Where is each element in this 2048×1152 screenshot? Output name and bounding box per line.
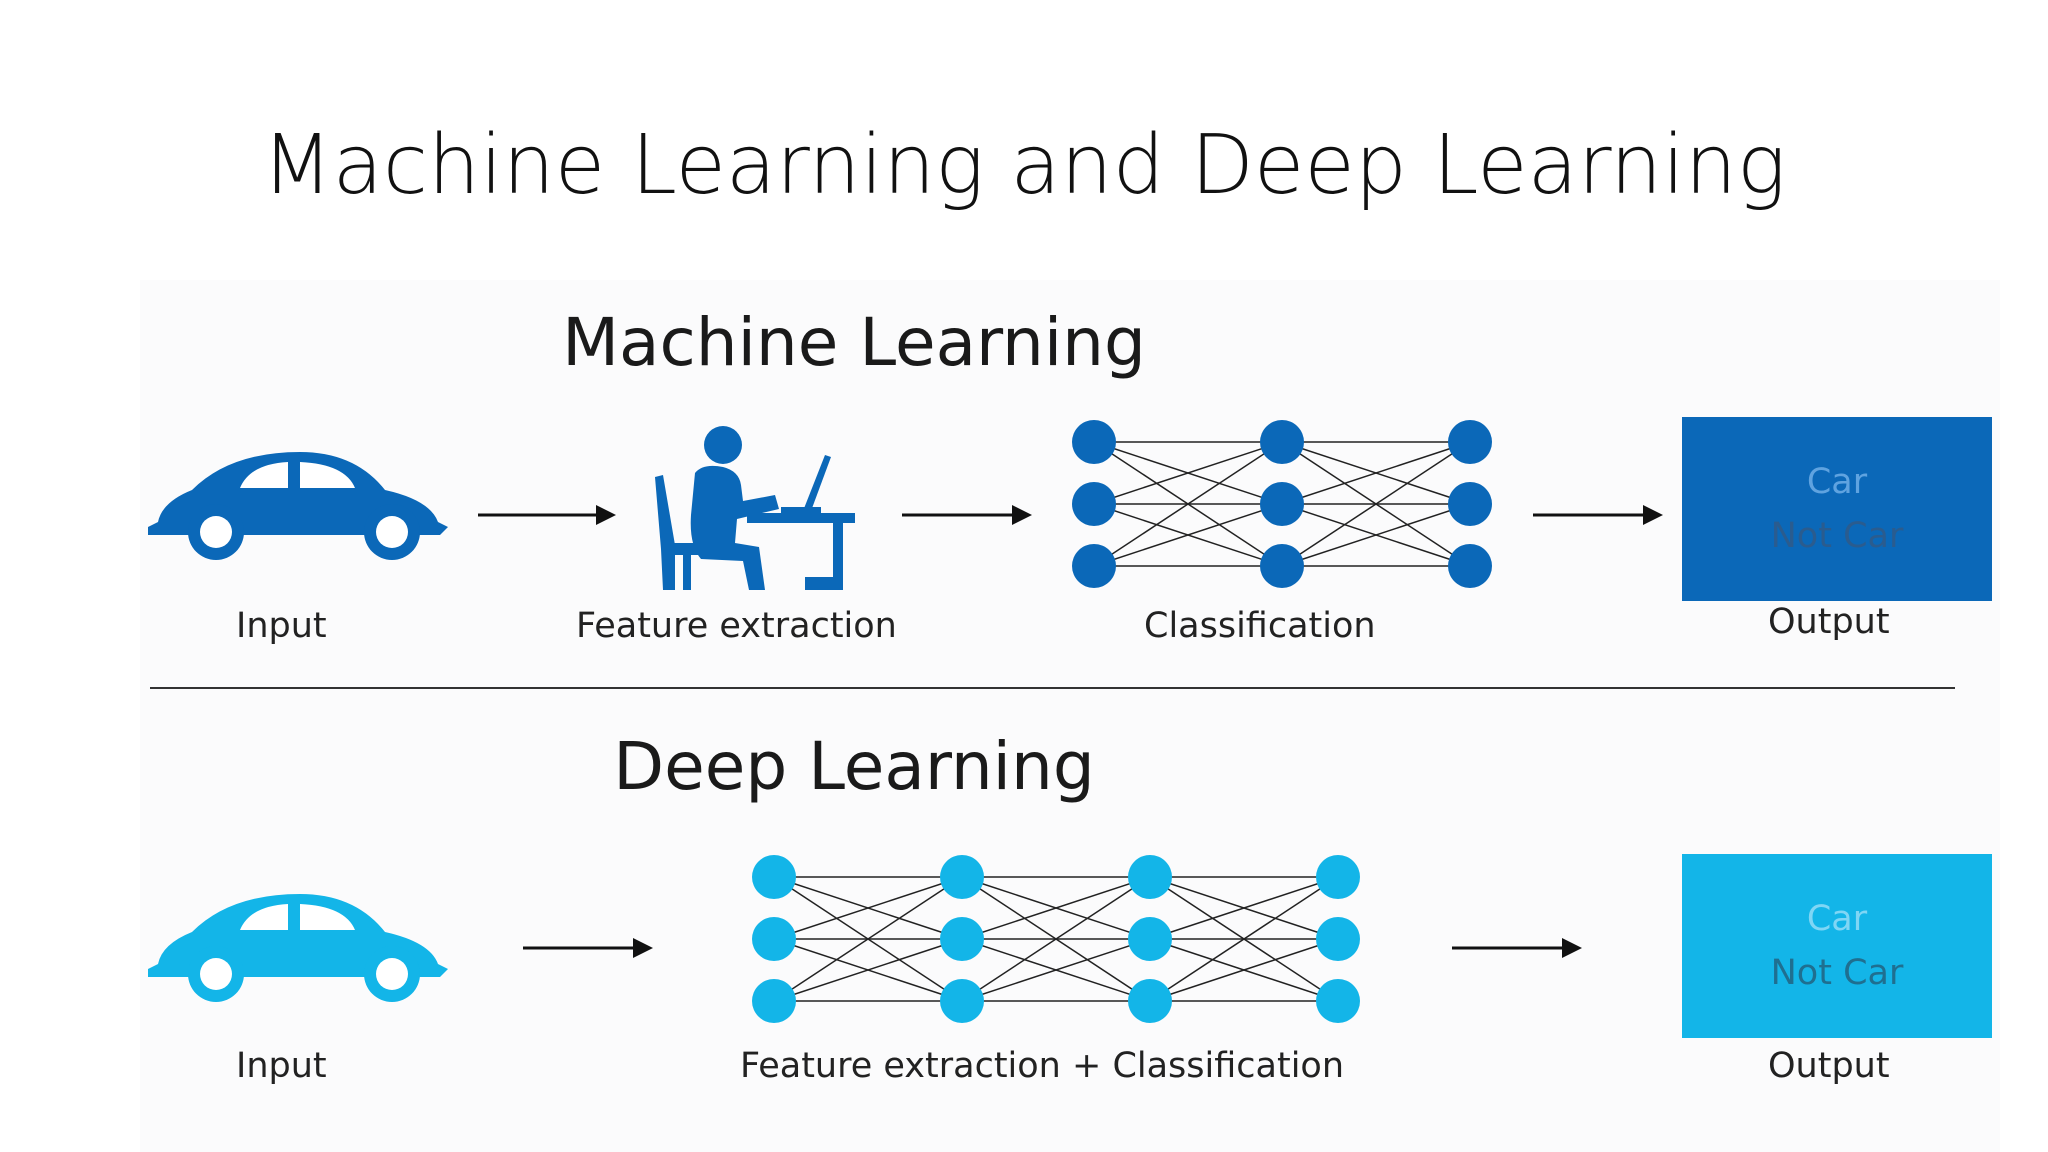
network-edge	[773, 876, 963, 940]
network-node	[1260, 544, 1304, 588]
dl-output-box: Car Not Car	[1682, 854, 1992, 1038]
dl-step-input: Input	[236, 1046, 327, 1086]
network-node	[1128, 979, 1172, 1023]
ml-step-input: Input	[236, 606, 327, 646]
arrow-right-icon	[902, 505, 1032, 525]
network-node	[1448, 420, 1492, 464]
network-edge	[961, 876, 1151, 940]
network-edge	[773, 938, 963, 1002]
network-node	[1128, 855, 1172, 899]
network-node	[940, 979, 984, 1023]
car-icon	[148, 452, 448, 560]
network-edge	[1281, 441, 1471, 505]
network-edge	[1093, 503, 1283, 567]
section-divider	[150, 687, 1955, 689]
dl-section-title: Deep Learning	[613, 728, 1095, 805]
network-node	[940, 855, 984, 899]
network-edge	[773, 876, 963, 1002]
network-node	[1316, 855, 1360, 899]
ml-output-car: Car	[1806, 462, 1868, 502]
network-node	[1260, 482, 1304, 526]
dl-output-car: Car	[1806, 899, 1868, 939]
network-node	[940, 917, 984, 961]
slide-title: Machine Learning and Deep Learning	[261, 118, 1787, 213]
arrow-right-icon	[523, 938, 653, 958]
network-edge	[1149, 938, 1339, 1002]
network-node	[1072, 544, 1116, 588]
dl-output-not-car: Not Car	[1770, 953, 1904, 993]
network-node	[1316, 979, 1360, 1023]
network-edge	[1281, 441, 1471, 567]
ml-step-feature-extraction: Feature extraction	[576, 606, 897, 646]
dl-step-output: Output	[1768, 1046, 1890, 1086]
neural-network-icon	[1072, 420, 1492, 588]
neural-network-icon	[752, 855, 1360, 1023]
network-node	[1260, 420, 1304, 464]
network-node	[752, 855, 796, 899]
ml-section-title: Machine Learning	[562, 304, 1146, 381]
dl-step-feature-extraction-classification: Feature extraction + Classification	[740, 1046, 1345, 1086]
network-edge	[961, 876, 1151, 1002]
network-node	[752, 917, 796, 961]
car-icon	[148, 894, 448, 1002]
network-node	[1316, 917, 1360, 961]
network-node	[1128, 917, 1172, 961]
arrow-right-icon	[478, 505, 616, 525]
network-edge	[1093, 441, 1283, 505]
network-edge	[1281, 503, 1471, 567]
network-edge	[961, 938, 1151, 1002]
network-node	[1072, 420, 1116, 464]
arrow-right-icon	[1533, 505, 1663, 525]
network-node	[1448, 544, 1492, 588]
network-edge	[1093, 441, 1283, 567]
ml-output-box: Car Not Car	[1682, 417, 1992, 601]
ml-output-not-car: Not Car	[1770, 516, 1904, 556]
network-node	[1072, 482, 1116, 526]
network-edge	[1149, 876, 1339, 1002]
network-node	[1448, 482, 1492, 526]
comparison-figure: Machine Learning Input Feature extractio…	[140, 280, 2000, 1152]
arrow-right-icon	[1452, 938, 1582, 958]
person-at-desk-icon	[655, 426, 855, 590]
network-node	[752, 979, 796, 1023]
network-edge	[1149, 876, 1339, 940]
ml-step-classification: Classification	[1144, 606, 1376, 646]
ml-step-output: Output	[1768, 602, 1890, 642]
